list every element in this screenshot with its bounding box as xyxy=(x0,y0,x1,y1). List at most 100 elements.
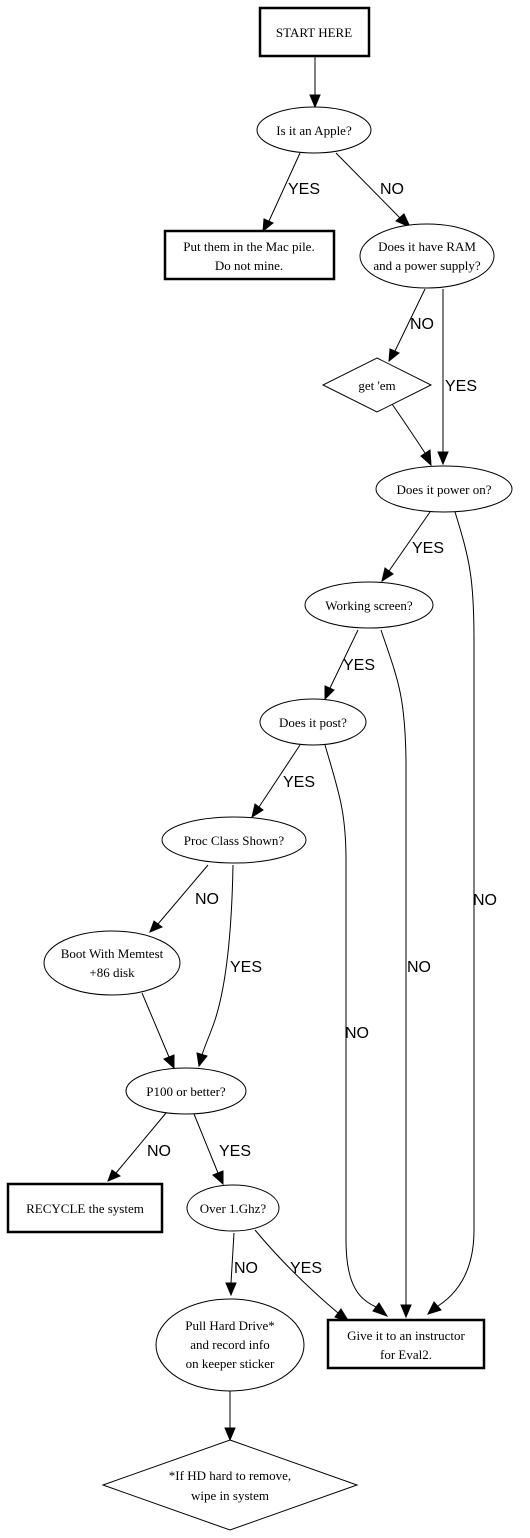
arrowhead xyxy=(196,1052,208,1068)
edge-label-apple-yes: YES xyxy=(288,181,320,198)
arrowhead xyxy=(437,451,449,466)
node-pull-hd[interactable]: Pull Hard Drive* and record info on keep… xyxy=(155,1298,305,1392)
node-label-line2: Do not mine. xyxy=(215,258,283,273)
ellipse-shape xyxy=(304,581,434,629)
edges xyxy=(107,56,475,1442)
ellipse-shape xyxy=(125,1067,247,1115)
edge-label-post-no: NO xyxy=(345,1025,369,1042)
arrowhead xyxy=(388,348,400,363)
node-mac-pile[interactable]: Put them in the Mac pile. Do not mine. xyxy=(163,229,336,281)
edge-proc-no xyxy=(157,864,209,925)
arrowhead xyxy=(420,449,432,467)
box-shape xyxy=(258,6,371,58)
edge-label-power-yes: YES xyxy=(412,540,444,557)
edge-label-post-yes: YES xyxy=(283,774,315,791)
node-has-ram[interactable]: Does it have RAM and a power supply? xyxy=(359,223,495,289)
node-label: Does it power on? xyxy=(397,482,492,497)
arrowhead xyxy=(309,94,321,109)
node-power-on[interactable]: Does it power on? xyxy=(375,465,513,513)
node-memtest[interactable]: Boot With Memtest +86 disk xyxy=(43,930,181,996)
edge-memtest-to-p100 xyxy=(141,992,170,1058)
node-is-apple[interactable]: Is it an Apple? xyxy=(256,106,372,154)
edge-screen-no xyxy=(380,629,407,1305)
edge-label-proc-no: NO xyxy=(195,891,219,908)
ellipse-shape xyxy=(161,816,307,864)
node-label-line2: +86 disk xyxy=(89,965,135,980)
ellipse-shape xyxy=(359,223,495,289)
node-label-line2: for Eval2. xyxy=(380,1347,432,1362)
edge-post-yes xyxy=(258,744,301,808)
arrowhead xyxy=(324,685,335,701)
edge-ram-no xyxy=(394,288,426,352)
node-get-em[interactable]: get 'em xyxy=(321,357,433,413)
edge-label-screen-yes: YES xyxy=(343,657,375,674)
edge-p100-yes xyxy=(193,1113,219,1174)
node-start[interactable]: START HERE xyxy=(258,6,371,58)
diamond-shape xyxy=(101,1439,359,1531)
arrowhead xyxy=(400,1304,412,1319)
ellipse-shape xyxy=(43,930,181,996)
edge-label-p100-yes: YES xyxy=(219,1143,251,1160)
node-label-line1: Boot With Memtest xyxy=(61,946,164,961)
node-does-post[interactable]: Does it post? xyxy=(259,698,367,746)
arrowhead xyxy=(262,218,274,233)
node-label-line2: and record info xyxy=(190,1337,269,1352)
arrowhead xyxy=(395,213,411,228)
node-over-1ghz[interactable]: Over 1.Ghz? xyxy=(186,1184,280,1232)
edge-label-ram-no: NO xyxy=(410,316,434,333)
edge-apple-no xyxy=(335,152,401,219)
arrowhead xyxy=(372,1302,389,1317)
node-label-line1: *If HD hard to remove, xyxy=(169,1468,291,1483)
arrowhead xyxy=(149,920,163,933)
box-shape xyxy=(326,1318,486,1370)
edge-proc-yes xyxy=(201,864,234,1056)
node-wipe[interactable]: *If HD hard to remove, wipe in system xyxy=(101,1439,359,1531)
node-recycle[interactable]: RECYCLE the system xyxy=(6,1182,164,1234)
edge-label-screen-no: NO xyxy=(407,959,431,976)
node-label-line1: Give it to an instructor xyxy=(347,1328,465,1343)
edge-p100-no xyxy=(115,1112,167,1174)
nodes: START HERE Is it an Apple? Put them in t… xyxy=(6,6,513,1531)
edge-label-p100-no: NO xyxy=(147,1143,171,1160)
edge-label-ghz-no: NO xyxy=(234,1260,258,1277)
node-label: P100 or better? xyxy=(146,1084,226,1099)
node-label: START HERE xyxy=(276,25,352,40)
edge-label-ram-yes: YES xyxy=(445,378,477,395)
node-label-line3: on keeper sticker xyxy=(186,1356,275,1371)
node-label: Working screen? xyxy=(325,598,413,613)
arrowhead xyxy=(163,1054,175,1070)
edge-label-proc-yes: YES xyxy=(230,959,262,976)
ellipse-shape xyxy=(256,106,372,154)
edge-screen-yes xyxy=(329,629,359,689)
box-shape xyxy=(163,229,336,281)
edge-ghz-yes xyxy=(254,1229,339,1314)
arrowhead xyxy=(224,1427,236,1442)
arrowhead xyxy=(225,1282,237,1297)
node-proc-class[interactable]: Proc Class Shown? xyxy=(161,816,307,864)
arrowhead xyxy=(381,567,394,583)
edge-labels: YES NO NO YES YES NO YES NO YES NO NO YE… xyxy=(147,181,497,1277)
node-label-line1: Pull Hard Drive* xyxy=(185,1318,275,1333)
edge-ghz-no xyxy=(230,1232,235,1284)
edge-label-ghz-yes: YES xyxy=(290,1260,322,1277)
node-label: Is it an Apple? xyxy=(276,123,352,138)
ellipse-shape xyxy=(375,465,513,513)
arrowhead xyxy=(251,803,264,819)
edge-power-yes xyxy=(388,511,431,572)
node-instructor[interactable]: Give it to an instructor for Eval2. xyxy=(326,1318,486,1370)
node-label: Does it post? xyxy=(279,715,347,730)
node-label: RECYCLE the system xyxy=(26,1201,144,1216)
edge-power-no xyxy=(437,511,475,1307)
box-shape xyxy=(6,1182,164,1234)
node-label-line2: wipe in system xyxy=(191,1488,269,1503)
node-working-screen[interactable]: Working screen? xyxy=(304,581,434,629)
ellipse-shape xyxy=(155,1298,305,1392)
edge-getem-to-power xyxy=(391,403,426,454)
node-label-line1: Does it have RAM xyxy=(378,239,476,254)
ellipse-shape xyxy=(259,698,367,746)
node-p100[interactable]: P100 or better? xyxy=(125,1067,247,1115)
arrowhead xyxy=(107,1169,121,1182)
arrowhead xyxy=(212,1170,224,1186)
arrowhead xyxy=(427,1301,442,1315)
